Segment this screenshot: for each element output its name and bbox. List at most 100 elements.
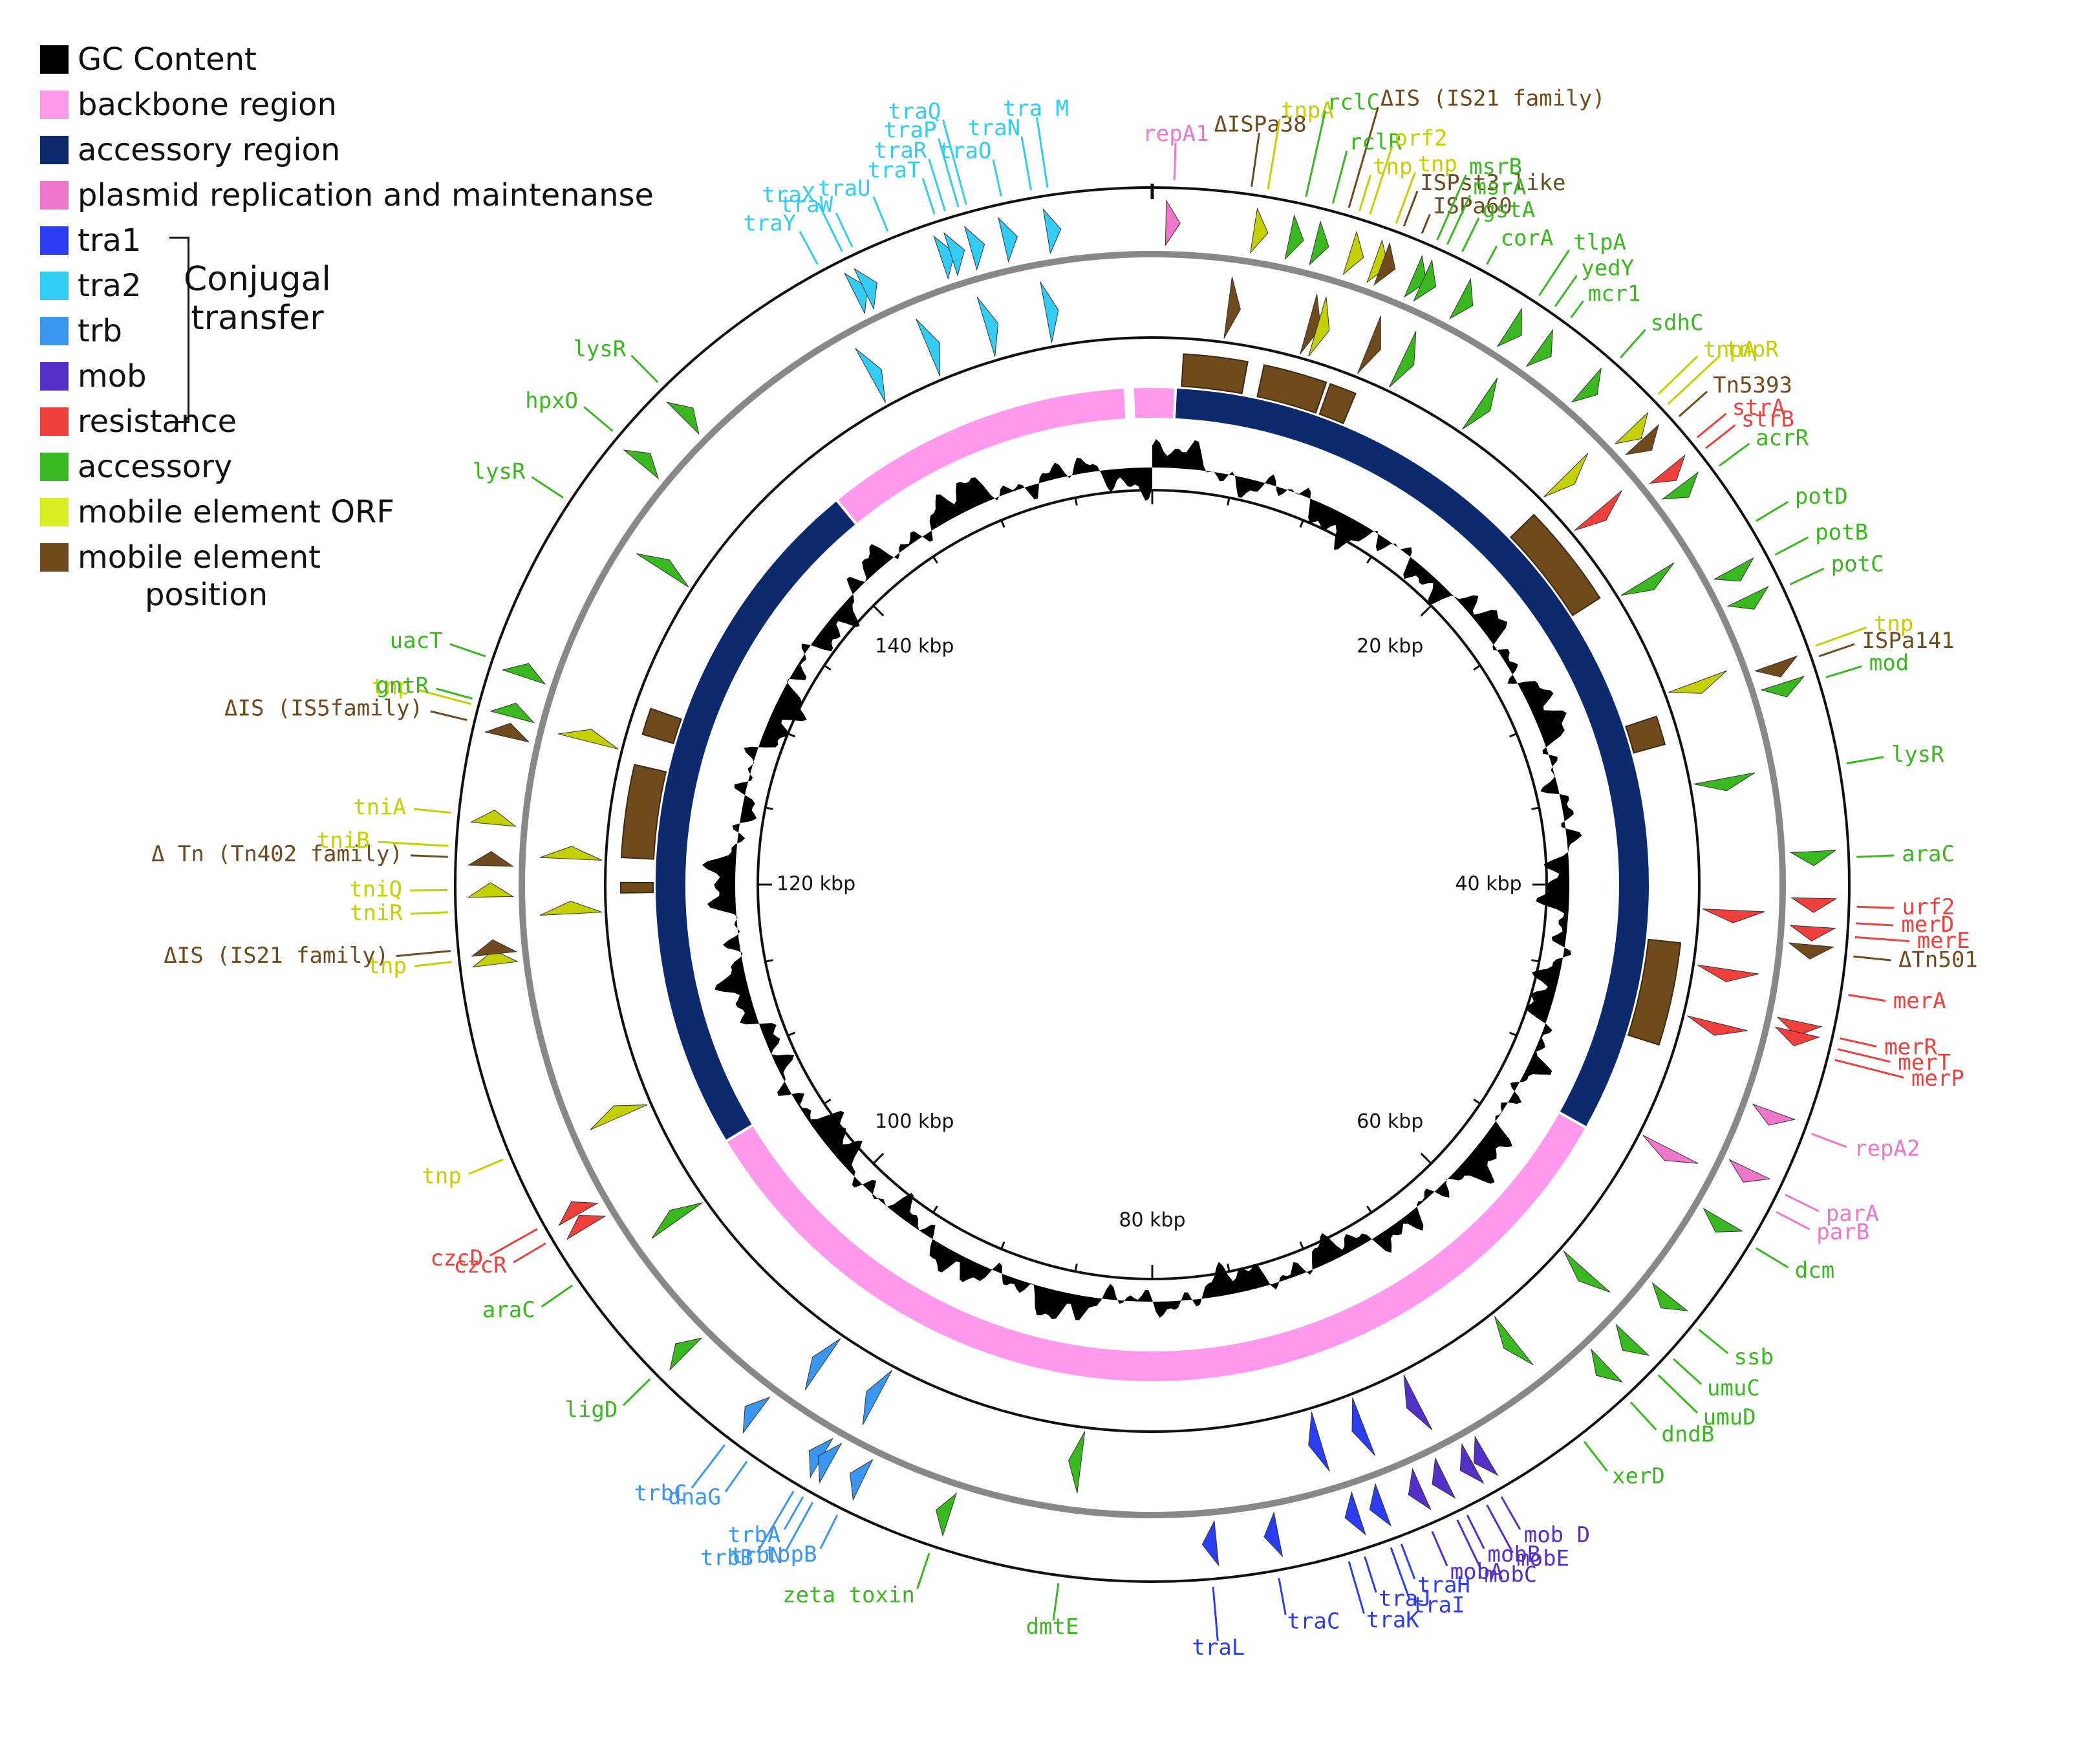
gene-arrow <box>1496 307 1522 347</box>
legend-swatch <box>40 498 69 526</box>
gene-label: topB <box>764 1542 817 1567</box>
label-leader <box>1486 1504 1514 1553</box>
group-brace <box>169 237 189 423</box>
scale-tick <box>823 664 832 671</box>
gene-label: corA <box>1500 226 1553 252</box>
gene-label: mobA <box>1450 1559 1503 1585</box>
gene-arrow <box>1284 214 1304 261</box>
gene-arrow <box>539 846 603 861</box>
gene-label: traN <box>967 115 1020 141</box>
gene-label: traT <box>868 157 921 183</box>
gene-label: lysR <box>473 459 526 485</box>
label-leader <box>992 159 1002 197</box>
gene-arrow <box>1448 277 1474 319</box>
label-leader <box>1466 1514 1485 1549</box>
gene-arrow <box>669 1337 703 1371</box>
gene-label: potD <box>1795 484 1848 510</box>
gene-arrow <box>1373 241 1396 286</box>
gene-arrow <box>1642 1135 1699 1164</box>
mobile-element-block <box>1509 513 1601 617</box>
region-segment <box>653 497 859 1143</box>
gene-arrow <box>472 949 519 968</box>
scale-tick <box>1074 497 1078 506</box>
label-leader <box>1718 442 1750 467</box>
mobile-element-track <box>620 353 1682 1046</box>
gene-label: czcR <box>454 1253 507 1278</box>
gene-label: traJ <box>1379 1586 1432 1612</box>
gene-arrow <box>855 348 886 403</box>
gene-label: trbN <box>730 1543 783 1569</box>
gene-arrow <box>844 272 868 315</box>
gene-arrow <box>1165 199 1181 246</box>
label-leader <box>377 841 449 847</box>
label-leader <box>1400 1544 1416 1580</box>
gene-label: mobE <box>1516 1545 1569 1571</box>
label-leader <box>783 1496 804 1530</box>
gene-arrow <box>1366 239 1389 283</box>
gene-arrow <box>1413 259 1437 302</box>
gene-arrow <box>1752 1103 1796 1126</box>
gene-label: mobC <box>1484 1562 1537 1588</box>
gene-label: tniQ <box>349 877 402 903</box>
gene-arrow <box>1473 1436 1499 1476</box>
gene-label: merR <box>1884 1035 1937 1060</box>
legend-swatch <box>40 136 69 164</box>
gene-arrow <box>976 297 999 357</box>
label-leader <box>630 354 659 383</box>
legend-label: accessory region <box>78 132 341 168</box>
gene-arrow <box>1494 1316 1534 1366</box>
gene-arrow <box>1308 1412 1330 1472</box>
gene-arrow <box>590 1104 648 1130</box>
legend-item: GC Content <box>40 41 257 78</box>
label-leader <box>1052 1583 1060 1620</box>
gene-label: xerD <box>1612 1463 1665 1489</box>
legend-swatch <box>40 317 69 345</box>
label-leader <box>1369 146 1393 215</box>
gene-arrow <box>1687 1015 1748 1036</box>
label-leader <box>1818 643 1855 658</box>
label-leader <box>1036 117 1049 188</box>
gene-label: Tn5393 <box>1713 372 1792 398</box>
scale-tick <box>932 555 939 564</box>
gene-arrow <box>933 235 955 280</box>
gene-arrow <box>1615 1324 1650 1356</box>
gene-label: ssb <box>1734 1344 1774 1370</box>
label-leader <box>531 476 564 499</box>
gene-label: tnpA <box>1281 98 1334 124</box>
gene-arrow <box>1462 378 1498 430</box>
gene-label: traO <box>939 138 992 164</box>
label-leader <box>513 1242 546 1264</box>
label-leader <box>1583 1441 1608 1472</box>
label-leader <box>1212 1586 1219 1641</box>
gene-arrow <box>1760 676 1805 698</box>
gene-label: repA1 <box>1143 121 1209 147</box>
gene-label: ΔTn501 <box>1898 947 1978 973</box>
gene-arrow <box>623 449 660 480</box>
legend-label: tra2 <box>78 268 142 304</box>
gene-label: trbC <box>634 1480 687 1506</box>
label-leader <box>1705 424 1736 449</box>
scale-tick <box>1473 664 1481 671</box>
gene-label: traL <box>1192 1635 1245 1661</box>
gene-label: traC <box>1287 1609 1340 1635</box>
label-leader <box>468 1158 504 1176</box>
gene-arrow <box>1728 1159 1771 1183</box>
gene-arrow <box>1389 331 1417 388</box>
label-leader <box>756 1490 795 1553</box>
gene-label: tnp <box>1874 611 1913 637</box>
gene-arrow <box>501 663 546 685</box>
gene-arrow <box>489 702 535 724</box>
gene-label: dndB <box>1661 1421 1714 1447</box>
label-leader <box>1756 500 1789 522</box>
gene-arrow <box>1040 281 1059 343</box>
gene-arrow <box>1432 1457 1456 1500</box>
gene-arrow <box>936 1492 958 1537</box>
gene-arrow <box>817 1443 843 1484</box>
scale-tick <box>1000 1241 1005 1250</box>
gene-arrow <box>1651 1282 1689 1311</box>
mobile-element-block <box>641 707 682 744</box>
gene-label: trbA <box>727 1522 780 1548</box>
gene-arrow <box>742 1396 771 1434</box>
legend-swatch <box>40 407 69 436</box>
